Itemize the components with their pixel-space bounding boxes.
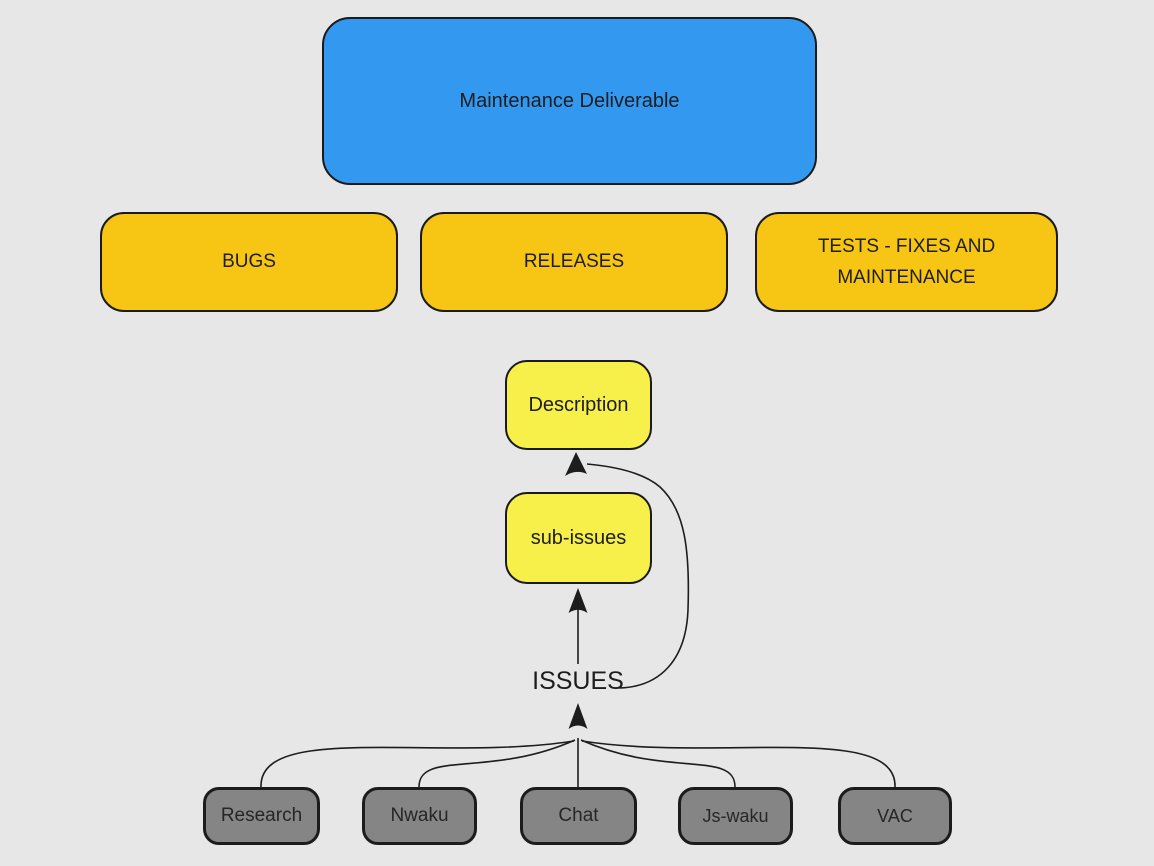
arrowhead-subissues	[568, 588, 588, 613]
node-js-waku[interactable]: Js-waku	[678, 787, 793, 845]
node-chat-label: Chat	[558, 805, 599, 826]
node-issues[interactable]: ISSUES	[495, 667, 661, 696]
node-tests-label: TESTS - FIXES AND MAINTENANCE	[817, 235, 996, 288]
node-research-label: Research	[220, 805, 303, 826]
node-sub-issues[interactable]: sub-issues	[505, 492, 652, 584]
edge-jswaku-to-issues	[580, 739, 736, 788]
node-nwaku[interactable]: Nwaku	[362, 787, 477, 845]
node-releases-label: RELEASES	[523, 251, 625, 273]
edge-nwaku-to-issues	[418, 739, 576, 788]
node-vac[interactable]: VAC	[838, 787, 952, 845]
edge-vac-to-issues	[581, 740, 896, 788]
node-sub-issues-label: sub-issues	[530, 526, 627, 549]
node-bugs-label: BUGS	[222, 251, 276, 273]
node-js-waku-label: Js-waku	[702, 805, 769, 826]
node-releases[interactable]: RELEASES	[420, 212, 728, 312]
node-research[interactable]: Research	[203, 787, 320, 845]
node-chat[interactable]: Chat	[520, 787, 637, 845]
node-bugs[interactable]: BUGS	[100, 212, 398, 312]
node-tests-fixes-maintenance[interactable]: TESTS - FIXES AND MAINTENANCE	[755, 212, 1058, 312]
arrowhead-description	[565, 452, 587, 476]
node-description[interactable]: Description	[505, 360, 652, 450]
node-issues-label: ISSUES	[532, 667, 624, 695]
node-nwaku-label: Nwaku	[390, 805, 449, 826]
node-vac-label: VAC	[877, 805, 913, 826]
arrowhead-issues	[568, 703, 588, 729]
node-description-label: Description	[528, 393, 629, 416]
edge-research-to-issues	[260, 740, 575, 788]
node-maintenance-deliverable[interactable]: Maintenance Deliverable	[322, 17, 817, 185]
node-maintenance-label: Maintenance Deliverable	[459, 89, 680, 112]
